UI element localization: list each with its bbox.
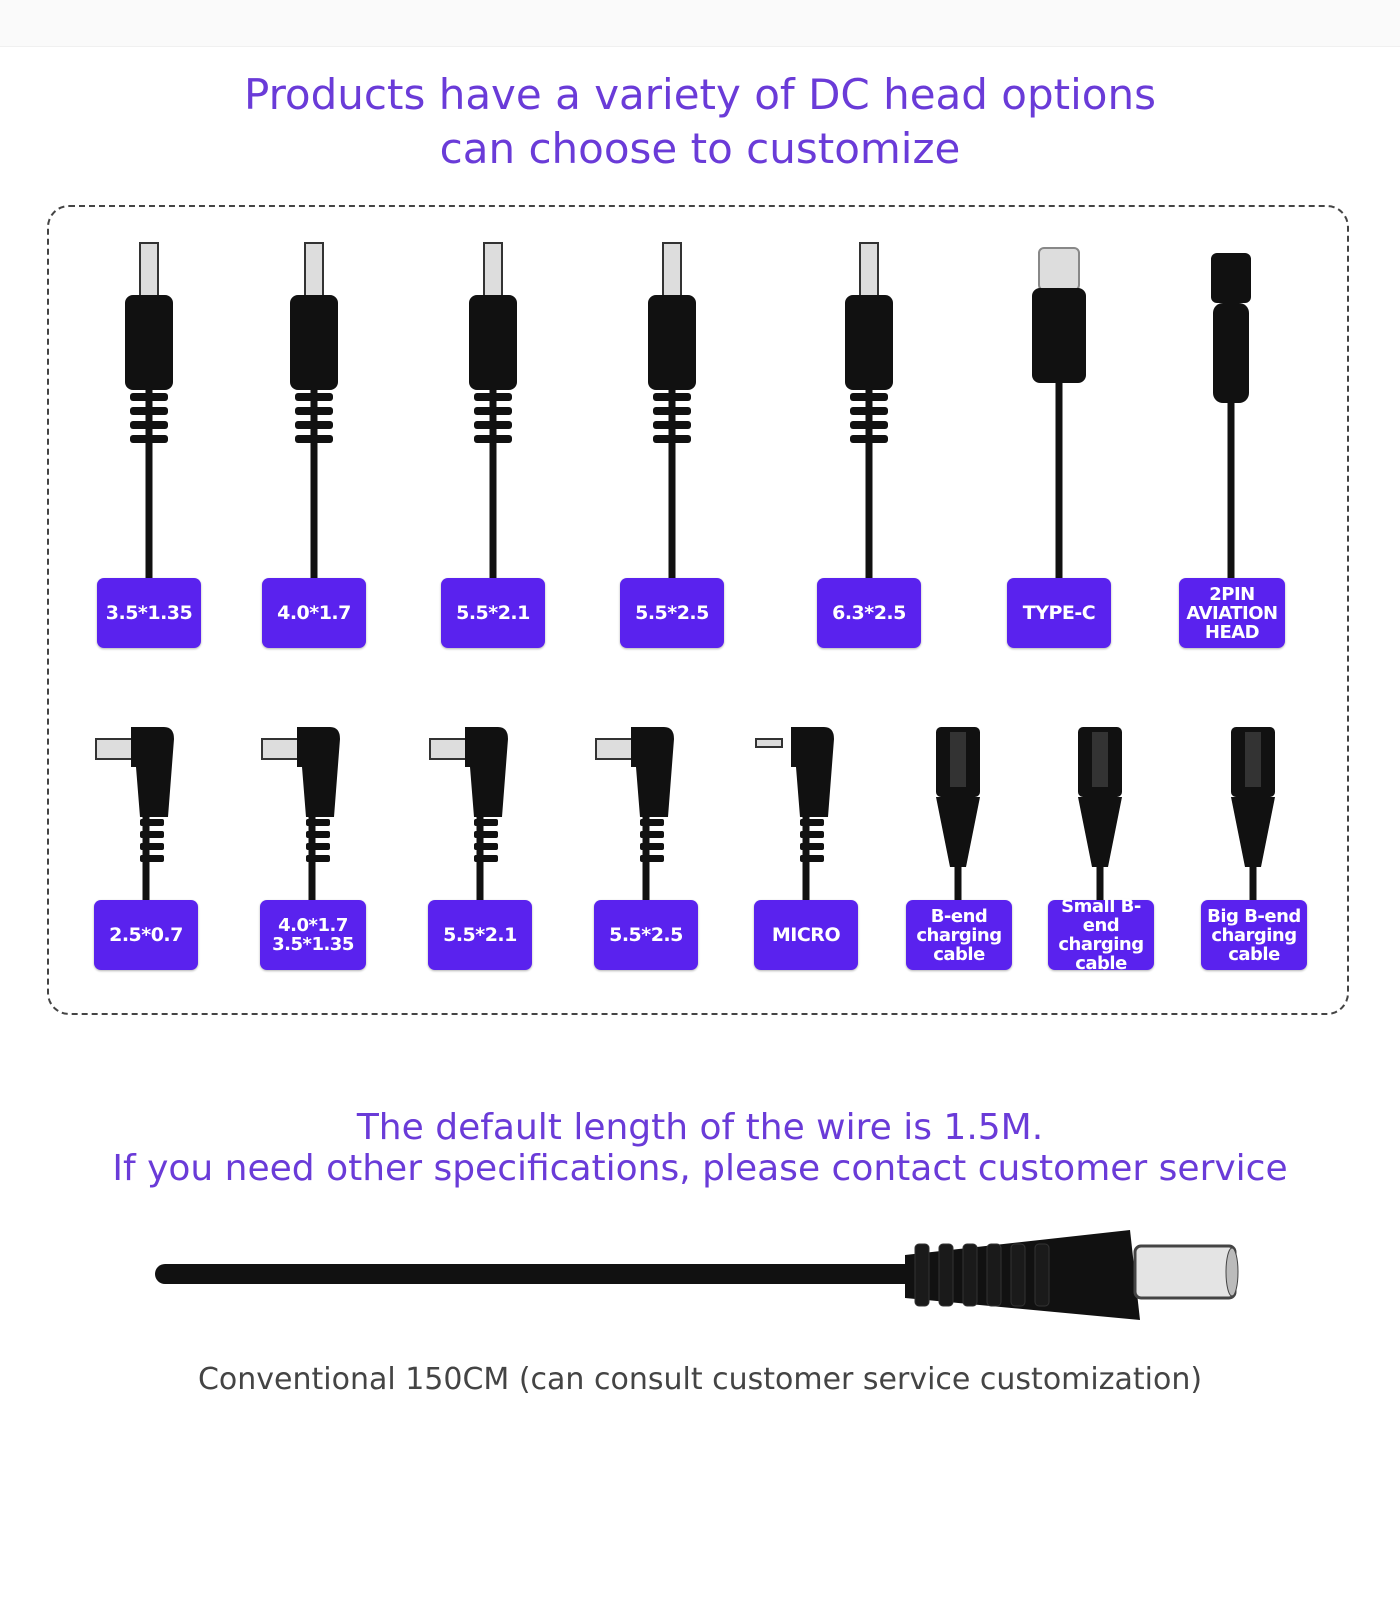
b-end-plug-icon [1078, 727, 1122, 900]
connector-option-row1-4[interactable]: 6.3*2.5 [817, 578, 921, 648]
connector-option-row2-0[interactable]: 2.5*0.7 [94, 900, 198, 970]
connector-label: Big B-end charging cable [1207, 905, 1301, 965]
b-end-plug-icon [1231, 727, 1275, 900]
connector-label: 2PIN AVIATION HEAD [1186, 583, 1278, 643]
connector-options-panel [47, 205, 1349, 1015]
connector-label: 5.5*2.5 [635, 602, 709, 624]
connector-label: 3.5*1.35 [105, 602, 193, 624]
connector-option-row1-1[interactable]: 4.0*1.7 [262, 578, 366, 648]
connector-option-row2-4[interactable]: MICRO [754, 900, 858, 970]
straight-dc-plug-icon [469, 242, 517, 578]
contact-note: If you need other specifications, please… [112, 1148, 1288, 1189]
connector-label: 4.0*1.7 [277, 602, 351, 624]
cable-caption: Conventional 150CM (can consult customer… [197, 1362, 1203, 1397]
connector-label: 2.5*0.7 [109, 924, 183, 946]
connector-label: 4.0*1.7 3.5*1.35 [272, 915, 354, 955]
connector-option-row2-6[interactable]: Small B-end charging cable [1048, 896, 1154, 974]
connector-option-row1-5[interactable]: TYPE-C [1007, 578, 1111, 648]
connector-label: 5.5*2.1 [443, 924, 517, 946]
connector-label: MICRO [771, 924, 841, 946]
b-end-plug-icon [936, 727, 980, 900]
right-angle-micro-plug-icon [755, 727, 834, 900]
top-bar [0, 0, 1400, 47]
connector-option-row1-3[interactable]: 5.5*2.5 [620, 578, 724, 648]
connector-label: 6.3*2.5 [832, 602, 906, 624]
aviation-plug-icon [1211, 253, 1251, 578]
connector-option-row1-0[interactable]: 3.5*1.35 [97, 578, 201, 648]
type-c-plug-icon [1032, 247, 1086, 578]
wire-length-note: The default length of the wire is 1.5M. [356, 1107, 1044, 1148]
connector-option-row2-1[interactable]: 4.0*1.7 3.5*1.35 [260, 900, 366, 970]
page-title-line1: Products have a variety of DC head optio… [244, 70, 1156, 119]
connector-option-row1-2[interactable]: 5.5*2.1 [441, 578, 545, 648]
right-angle-dc-plug-icon [95, 727, 174, 900]
connector-option-row2-7[interactable]: Big B-end charging cable [1201, 900, 1307, 970]
connector-option-row2-5[interactable]: B-end charging cable [906, 900, 1012, 970]
connector-option-row1-6[interactable]: 2PIN AVIATION HEAD [1179, 578, 1285, 648]
connector-label: 5.5*2.1 [456, 602, 530, 624]
right-angle-dc-plug-icon [595, 727, 674, 900]
connector-label: TYPE-C [1022, 602, 1096, 624]
page-title-line2: can choose to customize [439, 124, 961, 173]
straight-dc-plug-icon [290, 242, 338, 578]
dc-cable-illustration [155, 1230, 1239, 1320]
straight-dc-plug-icon [648, 242, 696, 578]
connector-option-row2-2[interactable]: 5.5*2.1 [428, 900, 532, 970]
connector-option-row2-3[interactable]: 5.5*2.5 [594, 900, 698, 970]
right-angle-dc-plug-icon [261, 727, 340, 900]
connector-label: Small B-end charging cable [1058, 896, 1144, 974]
connector-label: B-end charging cable [916, 905, 1002, 965]
connector-label: 5.5*2.5 [609, 924, 683, 946]
straight-dc-plug-icon [845, 242, 893, 578]
right-angle-dc-plug-icon [429, 727, 508, 900]
straight-dc-plug-icon [125, 242, 173, 578]
